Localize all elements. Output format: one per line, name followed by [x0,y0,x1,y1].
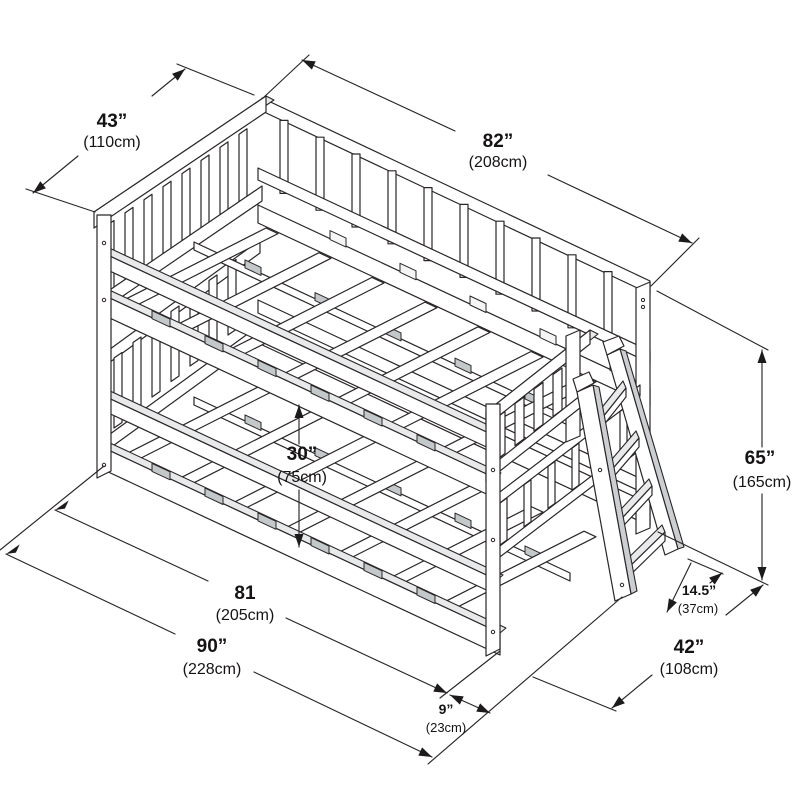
dim-top-length: 82” (208cm) [262,54,700,287]
dim-head-width-value: 43” [97,111,128,132]
dim-foot-width-value: 42” [674,637,705,658]
dim-ladder-depth-value: 14.5” [682,582,716,598]
dim-bunk-clearance-value: 30” [287,444,318,465]
dimension-annotations: 43” (110cm) 82” (208cm) 30” (75cm) [0,54,792,765]
dim-top-length-metric: (208cm) [469,154,528,171]
dim-overall-length: 90” (228cm) [5,544,433,758]
front-right-post [485,403,501,657]
dim-foot-width-metric: (108cm) [660,661,719,678]
dim-ladder-overhang-metric: (23cm) [426,720,466,735]
dim-overall-length-metric: (228cm) [183,661,242,678]
dim-top-length-value: 82” [483,131,514,152]
dim-ladder-overhang-value: 9” [439,701,454,717]
dim-frame-length-metric: (205cm) [216,607,275,624]
dim-head-width-metric: (110cm) [83,134,141,151]
bunk-bed-drawing [93,95,685,657]
dim-foot-width: 42” (108cm) [532,531,769,712]
dim-overall-height-value: 65” [745,448,776,469]
dim-frame-length-value: 81 [234,583,256,604]
dim-bunk-clearance: 30” (75cm) [277,404,327,548]
dim-ladder-depth-metric: (37cm) [678,601,718,616]
dim-overall-height-metric: (165cm) [733,474,792,491]
dim-ladder-overhang: 9” (23cm) [426,596,623,765]
ladder [572,335,685,602]
front-left-post [96,214,112,479]
dim-overall-length-value: 90” [197,636,228,657]
top-bunk [93,95,599,499]
dim-head-width: 43” (110cm) [25,63,255,213]
dim-bunk-clearance-metric: (75cm) [277,469,327,486]
dim-frame-length: 81 (205cm) [0,465,501,699]
dim-overall-height: 65” (165cm) [656,290,792,581]
dim-ladder-depth: 14.5” (37cm) [666,558,724,616]
